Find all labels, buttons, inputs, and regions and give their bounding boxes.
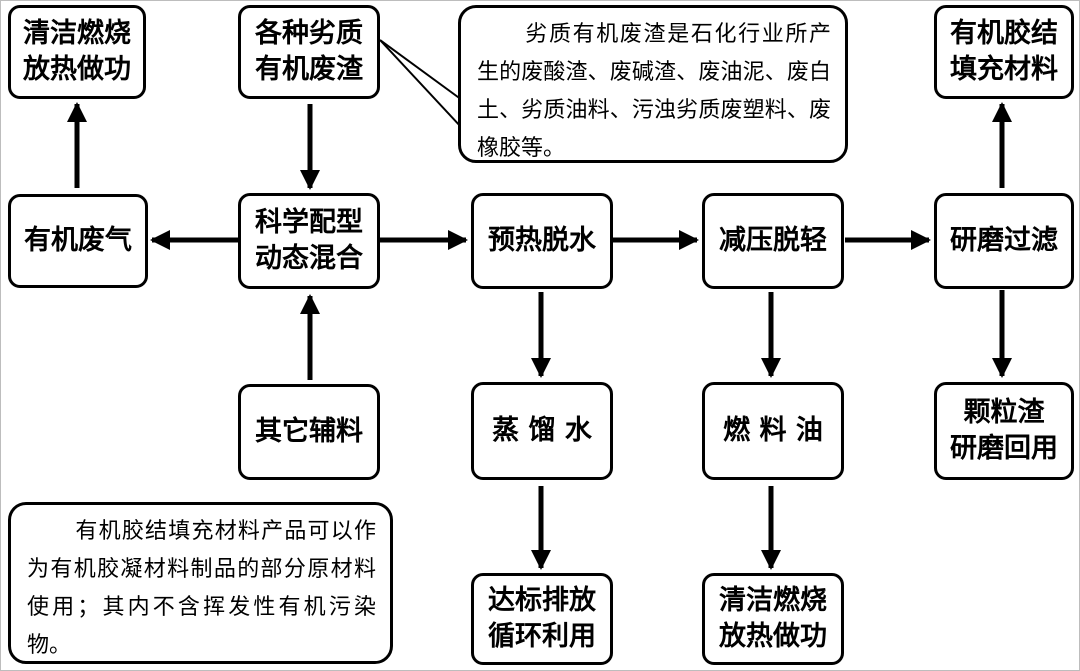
note-product-text: 有机胶结填充材料产品可以作为有机胶凝材料制品的部分原材料使用；其内不含挥发性有机…	[27, 519, 376, 658]
note-waste-description: 劣质有机废渣是石化行业所产生的废酸渣、废碱渣、废油泥、废白土、劣质油料、污浊劣质…	[458, 5, 848, 163]
note-product-description: 有机胶结填充材料产品可以作为有机胶凝材料制品的部分原材料使用；其内不含挥发性有机…	[8, 502, 393, 664]
node-auxiliary: 其它辅料	[238, 384, 380, 480]
node-distilled-water: 蒸 馏 水	[471, 382, 613, 480]
note-waste-text: 劣质有机废渣是石化行业所产生的废酸渣、废碱渣、废油泥、废白土、劣质油料、污浊劣质…	[477, 22, 831, 161]
callout-line-upper	[379, 39, 463, 101]
node-discharge: 达标排放 循环利用	[471, 573, 613, 665]
node-preheat: 预热脱水	[471, 193, 613, 289]
node-organic-gas: 有机废气	[8, 194, 148, 288]
node-grind: 研磨过滤	[934, 193, 1074, 289]
node-clean-burn-bottom: 清洁燃烧 放热做功	[702, 573, 844, 665]
node-filler-material: 有机胶结 填充材料	[934, 5, 1074, 99]
node-decompress: 减压脱轻	[702, 193, 844, 289]
callout-line-lower	[379, 39, 463, 129]
node-fuel-oil: 燃 料 油	[702, 382, 844, 480]
node-granule-residue: 颗粒渣 研磨回用	[934, 382, 1074, 480]
node-mix: 科学配型 动态混合	[238, 193, 380, 289]
node-waste-residue: 各种劣质 有机废渣	[238, 5, 380, 99]
node-clean-burn-top: 清洁燃烧 放热做功	[8, 5, 146, 99]
